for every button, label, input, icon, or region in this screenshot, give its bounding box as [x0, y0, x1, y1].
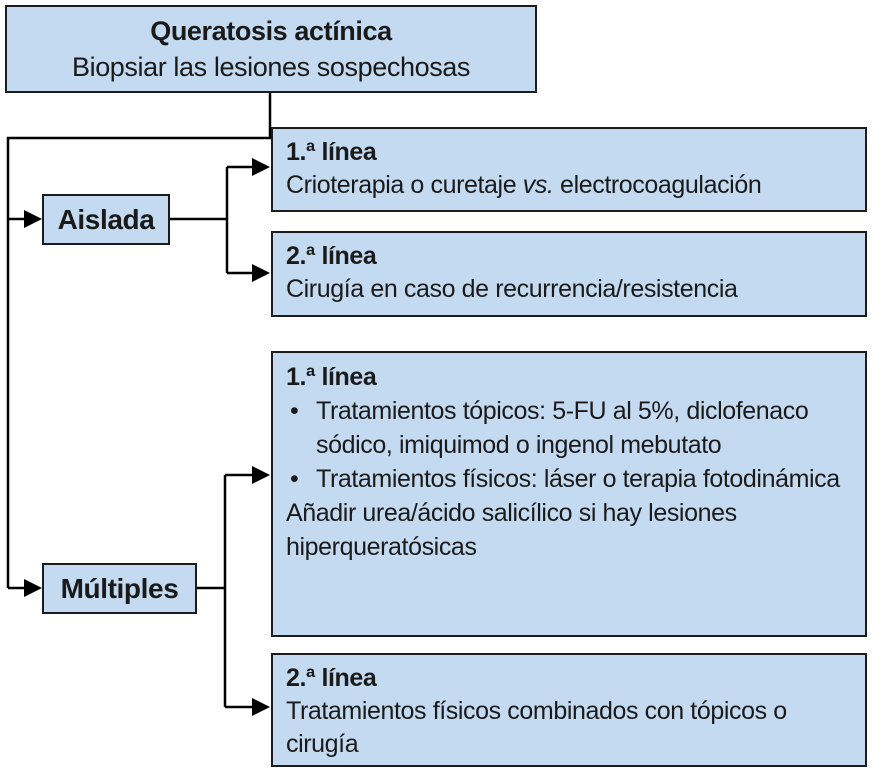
branch-aislada-label: Aislada: [57, 203, 155, 235]
arrowhead-aislada-icon: [24, 210, 42, 228]
multiples-second-line-text: Tratamientos físicos combinados con tópi…: [286, 697, 787, 758]
multiples-first-line-bullet-topicos: Tratamientos tópicos: 5-FU al 5%, diclof…: [286, 394, 852, 462]
arrowhead-multiples-icon: [24, 579, 42, 597]
aislada-second-line-heading: 2.ª línea: [286, 242, 377, 270]
aislada-second-line-text: Cirugía en caso de recurrencia/resistenc…: [286, 275, 738, 303]
arrowhead-multiples-line2-icon: [252, 698, 270, 716]
branch-multiples-label: Múltiples: [60, 572, 179, 604]
root-box: Queratosis actínica Biopsiar las lesione…: [5, 5, 537, 93]
aislada-first-line-box: 1.ª línea Crioterapia o curetaje vs. ele…: [271, 127, 867, 212]
arrowhead-aislada-line1-icon: [252, 158, 270, 176]
multiples-first-line-box: 1.ª línea Tratamientos tópicos: 5-FU al …: [271, 351, 867, 637]
arrowheads: [24, 158, 270, 716]
diagram-subtitle: Biopsiar las lesiones sospechosas: [71, 52, 471, 82]
branch-multiples-box: Múltiples: [42, 563, 197, 614]
branch-aislada-box: Aislada: [42, 194, 170, 245]
aislada-first-line-heading: 1.ª línea: [286, 138, 377, 166]
aislada-first-line-text-pre: Crioterapia o curetaje: [286, 171, 523, 199]
multiples-first-line-note: Añadir urea/ácido salicílico si hay lesi…: [286, 499, 737, 561]
arrowhead-aislada-line2-icon: [252, 264, 270, 282]
multiples-first-line-bullet-fisicos: Tratamientos físicos: láser o terapia fo…: [286, 462, 852, 496]
aislada-first-line-text-vs: vs.: [522, 171, 554, 199]
multiples-second-line-heading: 2.ª línea: [286, 664, 377, 692]
multiples-first-line-heading: 1.ª línea: [286, 363, 377, 391]
aislada-first-line-text: Crioterapia o curetaje vs. electrocoagul…: [286, 169, 852, 202]
diagram-title: Queratosis actínica: [150, 16, 392, 46]
multiples-second-line-box: 2.ª línea Tratamientos físicos combinado…: [271, 653, 867, 767]
arrowhead-multiples-line1-icon: [252, 466, 270, 484]
connector-paths: [6, 93, 272, 709]
aislada-first-line-text-post: electrocoagulación: [553, 171, 762, 199]
root-to-branches-path: [6, 93, 272, 588]
aislada-second-line-box: 2.ª línea Cirugía en caso de recurrencia…: [271, 231, 867, 317]
